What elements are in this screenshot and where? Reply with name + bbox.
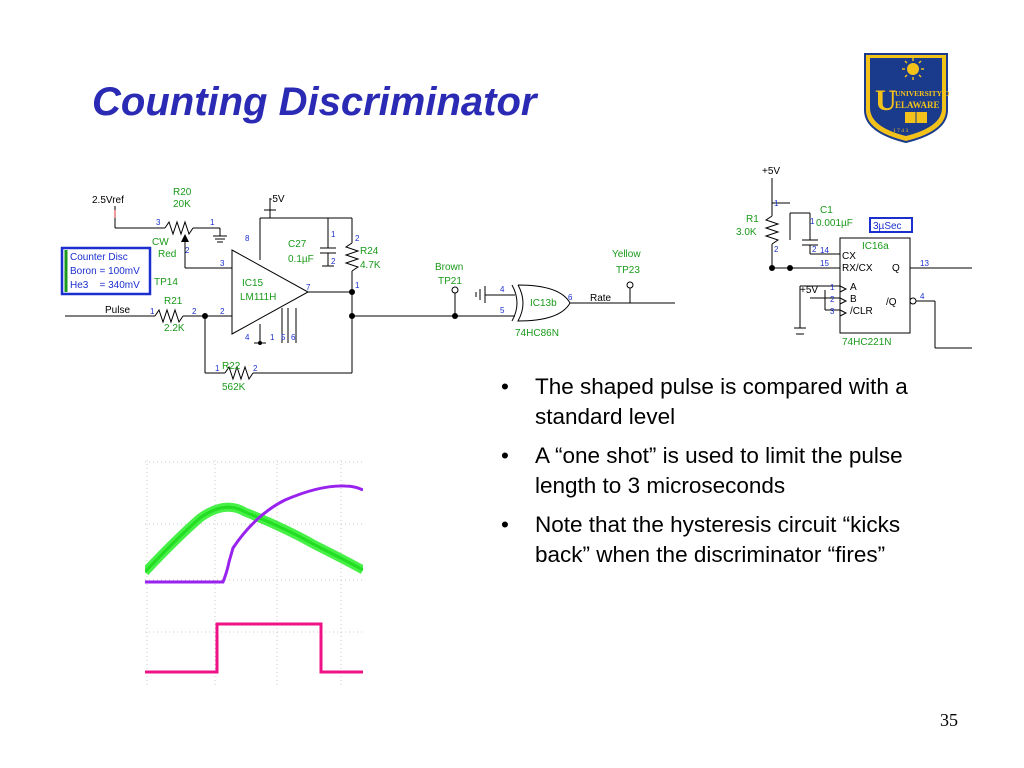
c27-label: C27 <box>288 239 307 250</box>
pin-label: 8 <box>245 234 250 243</box>
a-label: A <box>850 282 857 293</box>
ic13-label: IC13b <box>530 298 557 309</box>
pin-label: 7 <box>306 283 311 292</box>
timing-label: 3µSec <box>873 221 902 232</box>
pulse-label: Pulse <box>105 305 130 316</box>
r21-label: R21 <box>164 296 183 307</box>
pin-label: 6 <box>568 293 573 302</box>
r22-label: R22 <box>222 361 241 372</box>
pin-label: 4 <box>500 285 505 294</box>
pin-label: 14 <box>820 246 829 255</box>
pin-label: 6 <box>291 333 296 342</box>
pin-label: 2 <box>812 245 817 254</box>
clr-label: /CLR <box>850 306 873 317</box>
box-line-2: Boron = 100mV <box>70 266 140 277</box>
page-number: 35 <box>940 710 958 730</box>
ic13-part: 74HC86N <box>515 328 559 339</box>
r20-value: 20K <box>173 199 191 210</box>
plus5v-label: +5V <box>762 166 780 177</box>
svg-text:U: U <box>875 84 897 117</box>
r24-label: R24 <box>360 246 379 257</box>
ic15-label: IC15 <box>242 278 264 289</box>
r1-value: 3.0K <box>736 227 757 238</box>
plus5v-label-2: +5V <box>800 285 818 296</box>
r20-label: R20 <box>173 187 192 198</box>
sun-icon <box>902 58 924 80</box>
vref-label: 2.5Vref <box>92 195 124 206</box>
box-line-1: Counter Disc <box>70 252 128 263</box>
brown-label: Brown <box>435 262 463 273</box>
pink-trace <box>145 622 363 674</box>
pin-label: 4 <box>245 333 250 342</box>
logo-line2: ELAWARE <box>895 100 940 110</box>
pin-label: 2 <box>220 307 225 316</box>
circuit-schematic: R20 20K CW Red TP14 R21 2.2K R22 562K IC… <box>60 166 972 393</box>
tp21-label: TP21 <box>438 276 462 287</box>
pin-label: 1 <box>210 218 215 227</box>
r21-value: 2.2K <box>164 323 185 334</box>
r22-value: 562K <box>222 382 246 393</box>
pin-label: 13 <box>920 259 929 268</box>
oscilloscope-trace-image <box>145 460 363 686</box>
tp14-label: TP14 <box>154 277 178 288</box>
pin-label: 5 <box>281 333 286 342</box>
cw-label: CW <box>152 237 169 248</box>
pin-label: 3 <box>830 307 835 316</box>
pin-label: 2 <box>355 234 360 243</box>
red-label: Red <box>158 249 176 260</box>
pin-label: 3 <box>156 218 161 227</box>
pin-label: 1 <box>355 281 360 290</box>
bullet-list: The shaped pulse is compared with a stan… <box>497 372 917 579</box>
pin-label: 15 <box>820 259 829 268</box>
pin-label: 1 <box>774 199 779 208</box>
pin-label: 5 <box>500 306 505 315</box>
pin-label: 1 <box>810 217 815 226</box>
r1-label: R1 <box>746 214 759 225</box>
r24-value: 4.7K <box>360 260 381 271</box>
cx-label: CX <box>842 251 856 262</box>
rate-label: Rate <box>590 293 612 304</box>
pin-label: 2 <box>185 246 190 255</box>
yellow-label: Yellow <box>612 249 641 260</box>
slide-title: Counting Discriminator <box>92 80 537 124</box>
pin-label: 1 <box>270 333 275 342</box>
book-icon <box>905 112 927 123</box>
pin-label: 3 <box>220 259 225 268</box>
pin-label: 2 <box>830 295 835 304</box>
purple-trace <box>145 484 363 584</box>
pin-label: 1 <box>150 307 155 316</box>
c1-value: 0.001µF <box>816 218 853 229</box>
pin-label: 2 <box>331 257 336 266</box>
pin-label: 2 <box>774 245 779 254</box>
pin-label: 1 <box>830 283 835 292</box>
rxcx-label: RX/CX <box>842 263 873 274</box>
tp23-label: TP23 <box>616 265 640 276</box>
bullet-item: Note that the hysteresis circuit “kicks … <box>497 510 917 570</box>
pin-label: 1 <box>331 230 336 239</box>
b-label: B <box>850 294 857 305</box>
pin-label: 2 <box>192 307 197 316</box>
ic16-part: 74HC221N <box>842 337 891 348</box>
c27-value: 0.1µF <box>288 254 314 265</box>
pin-label: 2 <box>253 364 258 373</box>
bullet-item: A “one shot” is used to limit the pulse … <box>497 441 917 501</box>
q-label: Q <box>892 263 900 274</box>
ic16-label: IC16a <box>862 241 889 252</box>
qbar-label: /Q <box>886 297 897 308</box>
university-logo: U D UNIVERSITY OF ELAWARE 1 7 4 3 <box>864 53 949 144</box>
pin-label: 1 <box>215 364 220 373</box>
pin-label: 4 <box>920 292 925 301</box>
ic15-part: LM111H <box>240 292 276 303</box>
c1-label: C1 <box>820 205 833 216</box>
minus5v-label: -5V <box>269 194 285 205</box>
box-line-3: He3 = 340mV <box>70 280 140 291</box>
logo-line1: UNIVERSITY OF <box>895 89 949 98</box>
bullet-item: The shaped pulse is compared with a stan… <box>497 372 917 432</box>
logo-year: 1 7 4 3 <box>893 128 908 134</box>
